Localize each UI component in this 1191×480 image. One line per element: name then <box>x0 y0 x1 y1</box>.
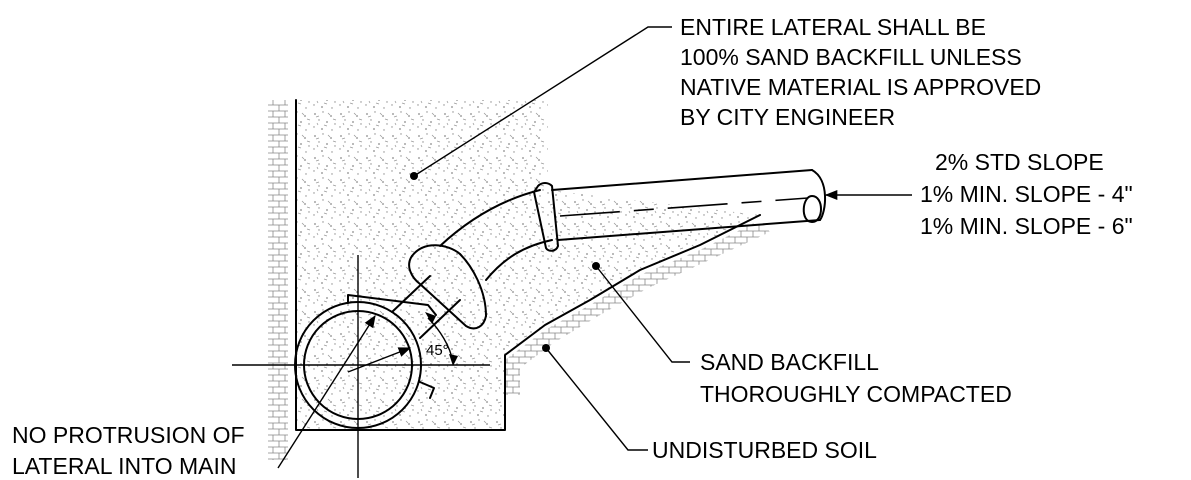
protrusion-arrows <box>277 314 412 469</box>
protrusion-note-line-2: LATERAL INTO MAIN <box>12 453 237 479</box>
leader-backfill-note <box>410 26 672 180</box>
slope-note: 2% STD SLOPE 1% MIN. SLOPE - 4" 1% MIN. … <box>920 149 1133 239</box>
leader-soil-note <box>542 344 648 451</box>
slope-note-line-3: 1% MIN. SLOPE - 6" <box>920 213 1133 239</box>
slope-note-line-2: 1% MIN. SLOPE - 4" <box>920 181 1133 207</box>
angle-label: 45° <box>426 342 449 359</box>
sand-note-line-1: SAND BACKFILL <box>700 349 879 375</box>
trench-outline <box>295 99 761 431</box>
soil-hatch-left <box>268 100 288 460</box>
sand-backfill-area <box>296 100 760 430</box>
lateral-pipe <box>391 169 826 339</box>
backfill-note-line-3: NATIVE MATERIAL IS APPROVED <box>680 74 1041 100</box>
protrusion-note-line-1: NO PROTRUSION OF <box>12 422 245 448</box>
soil-hatch-right <box>505 220 770 395</box>
sand-note-line-2: THOROUGHLY COMPACTED <box>700 381 1012 407</box>
backfill-note-line-2: 100% SAND BACKFILL UNLESS <box>680 44 1022 70</box>
protrusion-note: NO PROTRUSION OF LATERAL INTO MAIN <box>12 422 245 479</box>
backfill-note-line-1: ENTIRE LATERAL SHALL BE <box>680 14 986 40</box>
sewer-main <box>232 255 490 478</box>
backfill-note: ENTIRE LATERAL SHALL BE 100% SAND BACKFI… <box>680 14 1041 130</box>
leader-sand-note <box>592 262 690 363</box>
slope-note-line-1: 2% STD SLOPE <box>935 149 1104 175</box>
soil-note: UNDISTURBED SOIL <box>652 437 877 463</box>
sand-note: SAND BACKFILL THOROUGHLY COMPACTED <box>700 349 1012 407</box>
backfill-note-line-4: BY CITY ENGINEER <box>680 104 895 130</box>
angle-dimension <box>425 312 458 366</box>
